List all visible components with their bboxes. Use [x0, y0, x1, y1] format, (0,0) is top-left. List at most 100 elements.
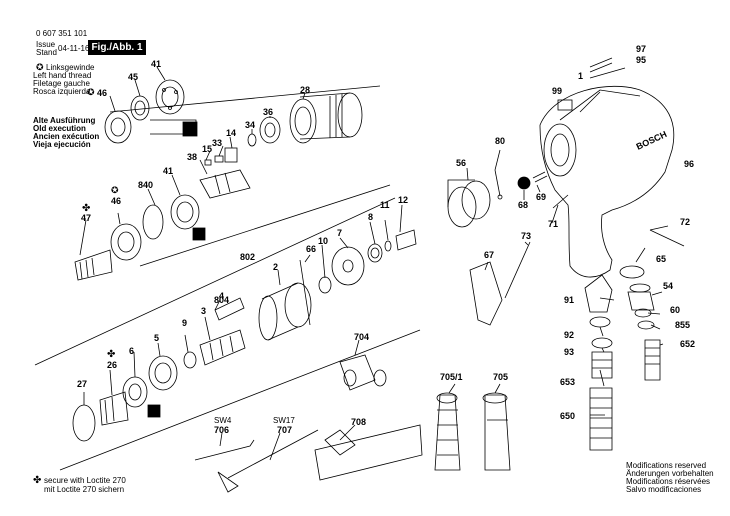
loctite-mark-26-icon: ✤ — [107, 349, 116, 360]
boundary-line-bottom — [59, 329, 421, 471]
label-sw17: SW17 — [273, 416, 295, 425]
label-704: 704 — [354, 332, 370, 342]
label-9: 9 — [182, 318, 188, 328]
label-4: 4 — [219, 291, 225, 301]
thread-symbol-icon: ✪ — [36, 62, 44, 72]
label-93: 93 — [564, 347, 575, 357]
mods-line-2: Änderungen vorbehalten — [626, 469, 714, 478]
boundary-line-mid — [139, 184, 391, 267]
rod-73 — [504, 241, 531, 299]
thread-mark-46-mid-icon: ✪ — [111, 185, 119, 195]
filter-650 — [589, 387, 613, 451]
label-41-top: 41 — [151, 59, 162, 69]
spring-10 — [318, 276, 332, 294]
label-26: 26 — [107, 360, 118, 370]
ring-93 — [591, 337, 613, 349]
housing-28 — [289, 92, 363, 144]
hex-key-706 — [194, 439, 255, 461]
bracket-704 — [339, 354, 387, 391]
label-653: 653 — [560, 377, 576, 387]
brand-mark: BOSCH — [635, 129, 669, 152]
trigger-67 — [469, 261, 503, 326]
label-3: 3 — [201, 306, 207, 316]
label-38: 38 — [187, 152, 198, 162]
nut-46-mid — [110, 223, 142, 261]
label-11: 11 — [380, 200, 390, 210]
endplate-7 — [331, 246, 365, 286]
label-2: 2 — [273, 262, 279, 272]
fitting-54 — [627, 283, 655, 311]
mods-line-4: Salvo modificaciones — [626, 485, 702, 494]
label-652: 652 — [680, 339, 696, 349]
part-95 — [589, 67, 626, 79]
spindle-38 — [199, 169, 251, 199]
label-707: 707 — [277, 425, 293, 435]
label-33: 33 — [212, 138, 223, 148]
label-27: 27 — [77, 379, 88, 389]
rotor-3 — [199, 329, 246, 366]
label-840: 840 — [138, 180, 154, 190]
pin-80 — [494, 169, 503, 200]
label-80: 80 — [495, 136, 506, 146]
label-sw4: SW4 — [214, 416, 232, 425]
label-804: 804 — [214, 295, 230, 305]
legend-thread-line-2: Left hand thread — [33, 71, 92, 80]
label-73: 73 — [521, 231, 532, 241]
ring-855 — [637, 320, 655, 330]
handle-body-1 — [539, 85, 675, 278]
label-12: 12 — [398, 195, 409, 205]
label-65: 65 — [656, 254, 667, 264]
label-67: 67 — [484, 250, 495, 260]
label-69: 69 — [536, 192, 547, 202]
bearing-41-top — [155, 79, 185, 115]
mods-line-1: Modifications reserved — [626, 461, 707, 470]
label-705: 705 — [493, 372, 509, 382]
label-96: 96 — [684, 159, 695, 169]
endplate-5 — [148, 355, 178, 391]
label-56: 56 — [456, 158, 467, 168]
label-46-top: 46 — [97, 88, 108, 98]
nipple-652 — [644, 339, 661, 381]
part-99 — [557, 99, 573, 111]
nut-46-top — [104, 110, 132, 144]
bearing-36 — [259, 116, 281, 144]
label-54: 54 — [663, 281, 674, 291]
label-708: 708 — [351, 417, 367, 427]
pin-33 — [214, 155, 224, 163]
part-97 — [589, 57, 613, 73]
sleeve-56 — [447, 179, 491, 228]
label-6: 6 — [129, 346, 135, 356]
label-10: 10 — [318, 236, 329, 246]
shaft-top — [150, 119, 198, 137]
label-14: 14 — [226, 128, 237, 138]
washer-9 — [183, 351, 197, 369]
label-36: 36 — [263, 107, 274, 117]
label-95: 95 — [636, 55, 647, 65]
fitting-653 — [591, 351, 613, 379]
ring-45 — [130, 95, 150, 121]
label-7: 7 — [337, 228, 343, 238]
legend-old-line-1: Alte Ausführung — [33, 116, 96, 125]
label-802: 802 — [240, 252, 256, 262]
oring-840 — [142, 204, 164, 240]
legend-thread-line-4: Rosca izquierda — [33, 87, 91, 96]
bearing-6 — [122, 376, 161, 418]
label-1: 1 — [578, 71, 584, 81]
label-28: 28 — [300, 85, 311, 95]
washer-34 — [247, 133, 257, 147]
label-705-1: 705/1 — [440, 372, 463, 382]
label-47: 47 — [81, 213, 92, 223]
label-97: 97 — [636, 44, 647, 54]
boundary-line-top — [109, 85, 381, 113]
pin-15 — [204, 159, 212, 166]
label-5: 5 — [154, 333, 160, 343]
stand-label: Stand — [36, 48, 57, 57]
thread-mark-46-top-icon: ✪ — [87, 87, 95, 97]
label-46-mid: 46 — [111, 196, 122, 206]
label-92: 92 — [564, 330, 575, 340]
label-45: 45 — [128, 72, 139, 82]
gear-14 — [224, 147, 238, 163]
legend-old-line-3: Ancien exécution — [33, 132, 100, 141]
bracket-708 — [314, 424, 423, 481]
